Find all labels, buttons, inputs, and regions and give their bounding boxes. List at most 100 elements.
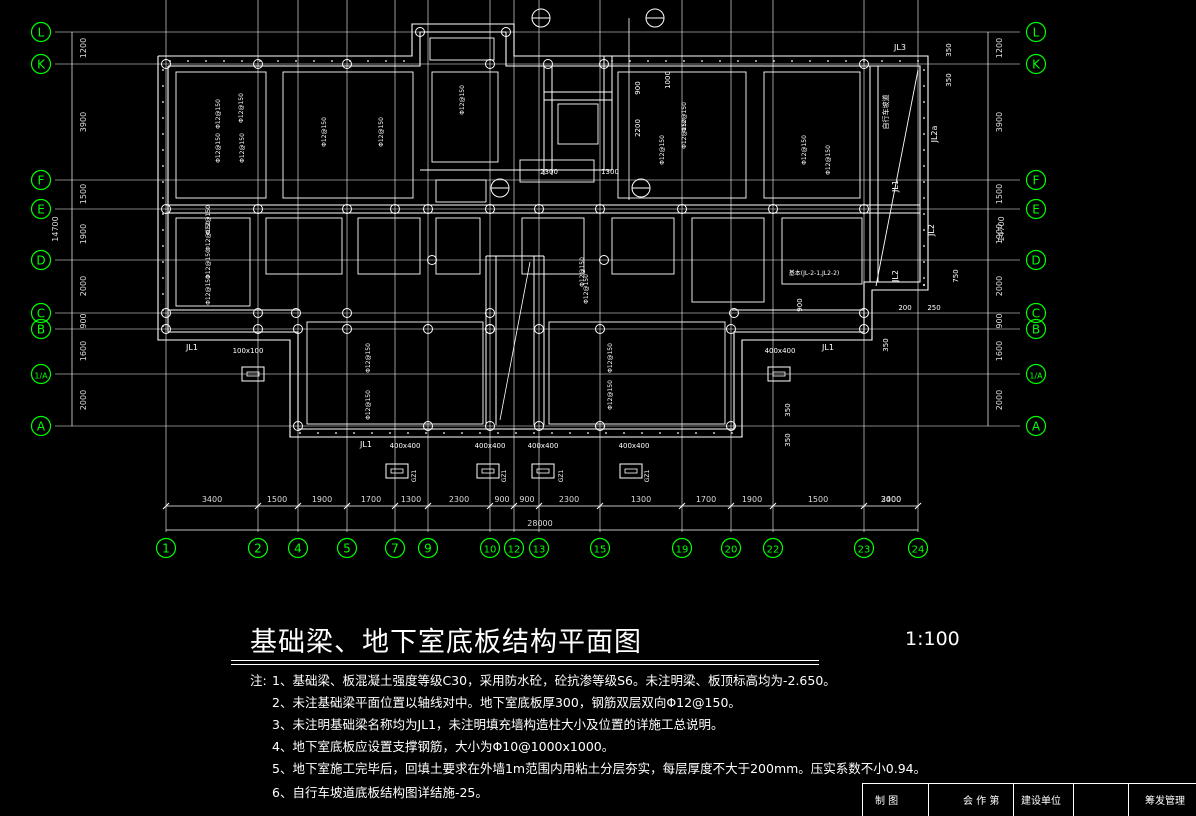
title-block-cell: 制 图: [875, 796, 899, 807]
note-item: 2、未注基础梁平面位置以轴线对中。地下室底板厚300，钢筋双层双向Φ12@150…: [272, 695, 741, 710]
column-axis-label: 2: [254, 542, 262, 556]
rebar-callout: Φ12@150: [825, 145, 832, 175]
title-block-divider: [1128, 784, 1129, 816]
dimension-value: 3900: [995, 112, 1004, 132]
wall-hatch-dot: [443, 432, 445, 434]
column-axis-label: 23: [858, 545, 871, 556]
wall-hatch-dot: [695, 432, 697, 434]
column-axis-bubble: [155, 537, 177, 559]
column-node: [599, 59, 609, 69]
column-node: [485, 421, 495, 431]
column-axis-bubble: [589, 537, 611, 559]
row-axis-bubble: [1025, 249, 1047, 271]
note-item: 3、未注明基础梁名称均为JL1，未注明填充墙构造柱大小及位置的详施工总说明。: [272, 717, 724, 732]
row-axis-label: C: [37, 307, 45, 321]
row-axis-bubble: [30, 318, 52, 340]
row-axis-bubble: [1025, 21, 1047, 43]
rebar-callout: Φ12@150: [681, 119, 688, 149]
dimension-value: 900: [519, 495, 534, 504]
wall-hatch-dot: [923, 261, 925, 263]
column-node: [427, 255, 437, 265]
dimension-tick: [914, 502, 922, 510]
wall-hatch-dot: [923, 181, 925, 183]
sump-pit: [619, 463, 643, 479]
rebar-callout: Φ12@150: [215, 99, 222, 129]
column-axis-label: 24: [912, 545, 925, 556]
row-axis-label: L: [38, 26, 45, 40]
wall-hatch-dot: [923, 69, 925, 71]
column-node: [253, 308, 263, 318]
title-block-cell: 筹发管理: [1145, 796, 1185, 807]
pit-size-label: 100x100: [233, 347, 264, 355]
dimension-value: 200: [898, 304, 911, 312]
column-node: [342, 59, 352, 69]
wall-hatch-dot: [791, 60, 793, 62]
dimension-value: 2000: [995, 390, 1004, 410]
wall-hatch-dot: [497, 432, 499, 434]
dimension-value: 1900: [995, 224, 1004, 244]
dimension-value: 1300: [631, 495, 651, 504]
dimension-value: 2000: [995, 276, 1004, 296]
rebar-callout: Φ12@150: [459, 85, 466, 115]
rebar-callout: Φ12@150: [239, 133, 246, 163]
wall-hatch-dot: [162, 197, 164, 199]
dimension-value: 1500: [808, 495, 828, 504]
sump-pit: [476, 463, 500, 479]
dimension-value: 1900: [79, 224, 88, 244]
column-axis-label: 19: [676, 545, 689, 556]
dimension-value: 3900: [79, 112, 88, 132]
column-axis-label: 10: [484, 545, 497, 556]
annotation-labels: JL1JL1JL1JL3JL2aJL1JL2JL2自行车坡道基本(JL-2-1,…: [185, 8, 960, 483]
column-node: [423, 421, 433, 431]
row-axis-label: B: [37, 323, 45, 337]
dimension-value: 900: [796, 298, 804, 311]
wall-hatch-dot: [659, 432, 661, 434]
title-block-divider: [928, 784, 929, 816]
dimension-value: 1000: [664, 71, 672, 89]
dimension-tick: [535, 502, 543, 510]
column-axis-label: 22: [767, 545, 780, 556]
wall-hatch-dot: [162, 213, 164, 215]
column-node: [342, 324, 352, 334]
column-axis-label: 9: [424, 542, 432, 556]
dimension-tick: [769, 502, 777, 510]
dimension-value: 2300: [449, 495, 469, 504]
foundation-wall: [157, 23, 929, 438]
column-node: [342, 308, 352, 318]
row-axis-bubble: [30, 415, 52, 437]
wall-hatch-dot: [737, 60, 739, 62]
column-axis-label: 13: [533, 545, 546, 556]
dimension-value: 1200: [995, 38, 1004, 58]
wall-hatch-dot: [259, 60, 261, 62]
wall-hatch-dot: [683, 60, 685, 62]
dimension-tick: [510, 502, 518, 510]
column-node: [423, 324, 433, 334]
ramp-label: 自行车坡道: [881, 95, 890, 130]
dimension-tick: [678, 502, 686, 510]
wall-hatch-dot: [425, 432, 427, 434]
wall-hatch-dot: [827, 60, 829, 62]
slab-panel: [282, 71, 414, 199]
row-axis-label: K: [37, 58, 46, 72]
wall-hatch-dot: [169, 60, 171, 62]
row-axis-bubble: [1025, 169, 1047, 191]
wall-hatch-dot: [299, 432, 301, 434]
dimension-value: 1900: [312, 495, 332, 504]
wall-hatch-dot: [371, 432, 373, 434]
dimension-value: 2000: [79, 390, 88, 410]
dimension-value: 1200: [79, 38, 88, 58]
beam-label: JL1: [185, 343, 198, 352]
note-item: 5、地下室施工完毕后，回填土要求在外墙1m范围内用粘土分层夯实，每层厚度不大于2…: [272, 761, 927, 776]
title-block: 制 图 会 作 第 建设单位 筹发管理: [862, 783, 1196, 816]
wall-hatch-dot: [162, 277, 164, 279]
column-tag: GZ1: [411, 470, 418, 483]
wall-hatch-dot: [162, 309, 164, 311]
column-axis-bubble: [247, 537, 269, 559]
dimension-value: 2000: [881, 495, 901, 504]
wall-hatch-dot: [923, 85, 925, 87]
column-node: [726, 421, 736, 431]
column-node: [859, 308, 869, 318]
column-axis-bubble: [336, 537, 358, 559]
